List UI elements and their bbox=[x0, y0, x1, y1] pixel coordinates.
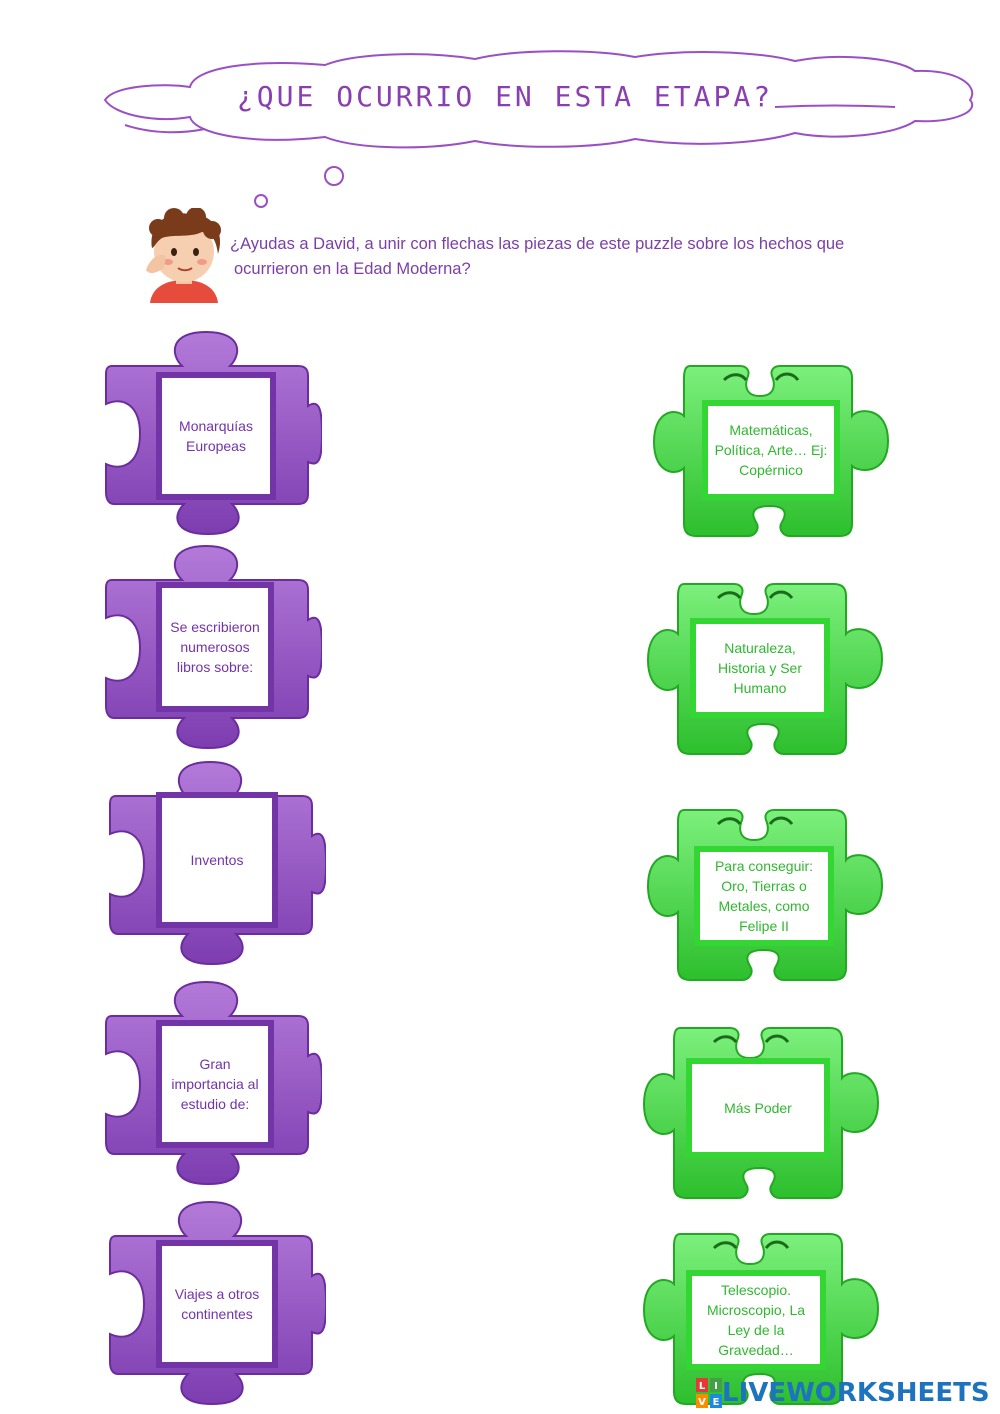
piece-text: Gran importancia al estudio de: bbox=[156, 1020, 274, 1148]
green-puzzle-piece-1[interactable]: Matemáticas, Política, Arte… Ej: Copérni… bbox=[650, 356, 890, 541]
purple-puzzle-piece-5[interactable]: Viajes a otros continentes bbox=[104, 1196, 326, 1408]
badge-letter-v: V bbox=[698, 1397, 706, 1408]
boy-avatar-icon bbox=[146, 208, 221, 303]
instructions-text: ¿Ayudas a David, a unir con flechas las … bbox=[230, 232, 890, 282]
piece-text: Naturaleza, Historia y Ser Humano bbox=[690, 618, 830, 718]
badge-letter-i: I bbox=[714, 1381, 718, 1392]
green-puzzle-piece-2[interactable]: Naturaleza, Historia y Ser Humano bbox=[644, 574, 884, 759]
logo-text: LIVEWORKSHEETS bbox=[722, 1378, 990, 1408]
piece-text: Más Poder bbox=[686, 1058, 830, 1158]
piece-text: Viajes a otros continentes bbox=[156, 1240, 278, 1368]
instructions-line-2: ocurrieron en la Edad Moderna? bbox=[234, 260, 471, 278]
piece-text: Inventos bbox=[156, 792, 278, 928]
instructions-line-1: ¿Ayudas a David, a unir con flechas las … bbox=[230, 235, 845, 253]
piece-text: Para conseguir: Oro, Tierras o Metales, … bbox=[694, 846, 834, 946]
purple-puzzle-piece-1[interactable]: Monarquías Europeas bbox=[100, 326, 322, 538]
purple-puzzle-piece-4[interactable]: Gran importancia al estudio de: bbox=[100, 976, 322, 1188]
title-cloud bbox=[103, 50, 973, 149]
green-puzzle-piece-5[interactable]: Telescopio. Microscopio, La Ley de la Gr… bbox=[640, 1224, 880, 1409]
badge-letter-l: L bbox=[699, 1381, 706, 1392]
piece-text: Matemáticas, Política, Arte… Ej: Copérni… bbox=[702, 400, 840, 500]
purple-puzzle-piece-2[interactable]: Se escribieron numerosos libros sobre: bbox=[100, 540, 322, 752]
page-title: ¿QUE OCURRIO EN ESTA ETAPA? bbox=[236, 80, 774, 113]
liveworksheets-logo[interactable]: L I V E LIVEWORKSHEETS bbox=[696, 1376, 990, 1410]
green-puzzle-piece-3[interactable]: Para conseguir: Oro, Tierras o Metales, … bbox=[644, 800, 884, 985]
thought-bubble-large bbox=[324, 166, 344, 186]
badge-letter-e: E bbox=[713, 1397, 720, 1408]
piece-text: Se escribieron numerosos libros sobre: bbox=[156, 582, 274, 712]
liveworksheets-badge-icon: L I V E bbox=[696, 1378, 722, 1408]
green-puzzle-piece-4[interactable]: Más Poder bbox=[640, 1018, 880, 1203]
thought-bubble-small bbox=[254, 194, 268, 208]
piece-text: Monarquías Europeas bbox=[156, 372, 276, 500]
purple-puzzle-piece-3[interactable]: Inventos bbox=[104, 756, 326, 968]
piece-text: Telescopio. Microscopio, La Ley de la Gr… bbox=[686, 1270, 826, 1370]
